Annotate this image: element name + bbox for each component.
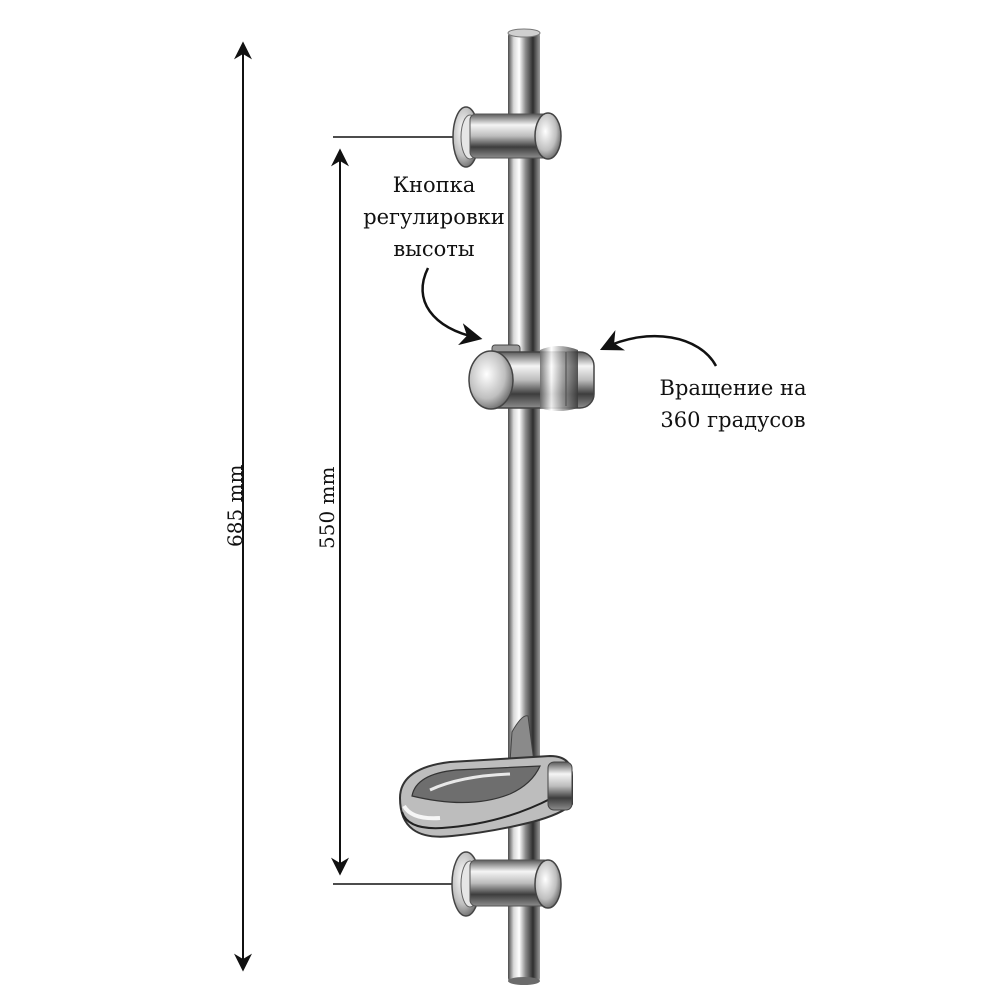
bottom-wall-bracket <box>451 851 562 917</box>
height-button-line-1: Кнопка <box>392 173 476 197</box>
rotation-line-2: 360 градусов <box>660 408 806 432</box>
rotation-line-1: Вращение на <box>659 376 807 400</box>
holder-spacing-dimension <box>331 136 462 885</box>
rotation-arrow <box>599 330 718 367</box>
holder-spacing-label: 550 mm <box>315 466 339 549</box>
soap-dish <box>398 715 573 838</box>
total-length-label: 685 mm <box>223 464 247 547</box>
sliding-holder <box>468 344 595 411</box>
height-button-line-2: регулировки <box>363 205 505 229</box>
top-wall-bracket <box>452 106 562 168</box>
height-button-arrow <box>421 267 483 346</box>
rotation-callout: Вращение на 360 градусов <box>628 372 838 436</box>
height-button-callout: Кнопка регулировки высоты <box>334 169 534 265</box>
height-button-line-3: высоты <box>393 237 475 261</box>
